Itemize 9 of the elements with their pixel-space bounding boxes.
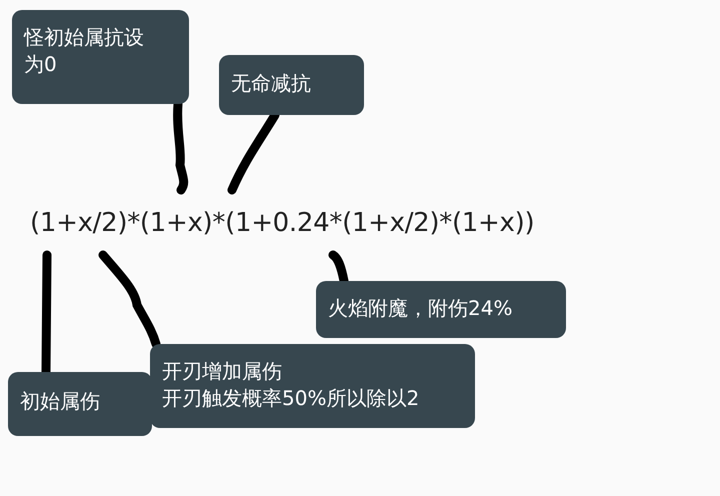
callout-box: 初始属伤 [8, 372, 152, 436]
callout-text: 开刃触发概率50%所以除以2 [162, 385, 420, 412]
leader-line [98, 250, 160, 348]
callout-box: 火焰附魔，附伤24% [316, 281, 566, 338]
callout-box: 无命减抗 [219, 55, 364, 115]
callout-box: 怪初始属抗设为0 [12, 10, 189, 104]
callout-box [150, 344, 475, 428]
formula-text: (1+x/2)*(1+x)*(1+0.24*(1+x/2)*(1+x)) [30, 190, 590, 255]
callout-text: 开刃增加属伤 [162, 358, 283, 385]
